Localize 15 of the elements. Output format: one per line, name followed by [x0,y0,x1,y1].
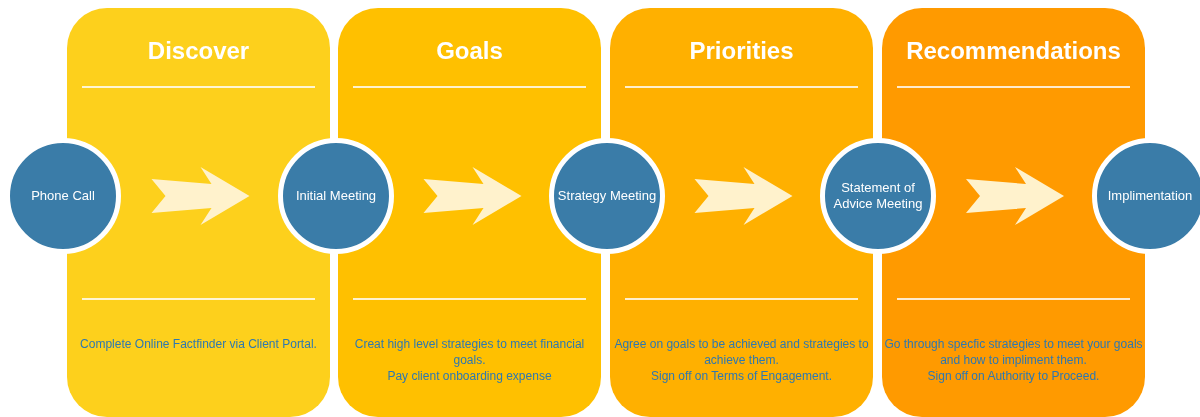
stage-description: Sign off on Authority to Proceed. [926,368,1101,384]
stage-title: Priorities [688,36,795,66]
stage-description: Complete Online Factfinder via Client Portal. [79,336,318,352]
chevron-arrow [966,167,1064,225]
stage-description: Sign off on Terms of Engagement. [650,368,833,384]
stage-description: Agree on goals to be achieved and strategies to achieve them. [613,336,870,368]
stage-description: Creat high level strategies to meet financial goals. [353,336,586,368]
stage-title: Goals [435,36,504,66]
stage-title: Recommendations [905,36,1122,66]
chevron-arrow [151,167,250,225]
stage-title: Discover [146,36,251,66]
chevron-arrow [694,167,793,225]
stage-description: Pay client onboarding expense [386,368,553,384]
chevron-arrow [423,167,522,225]
stage-description: Go through specfic strategies to meet your goals and how to impliment them. [884,336,1143,368]
